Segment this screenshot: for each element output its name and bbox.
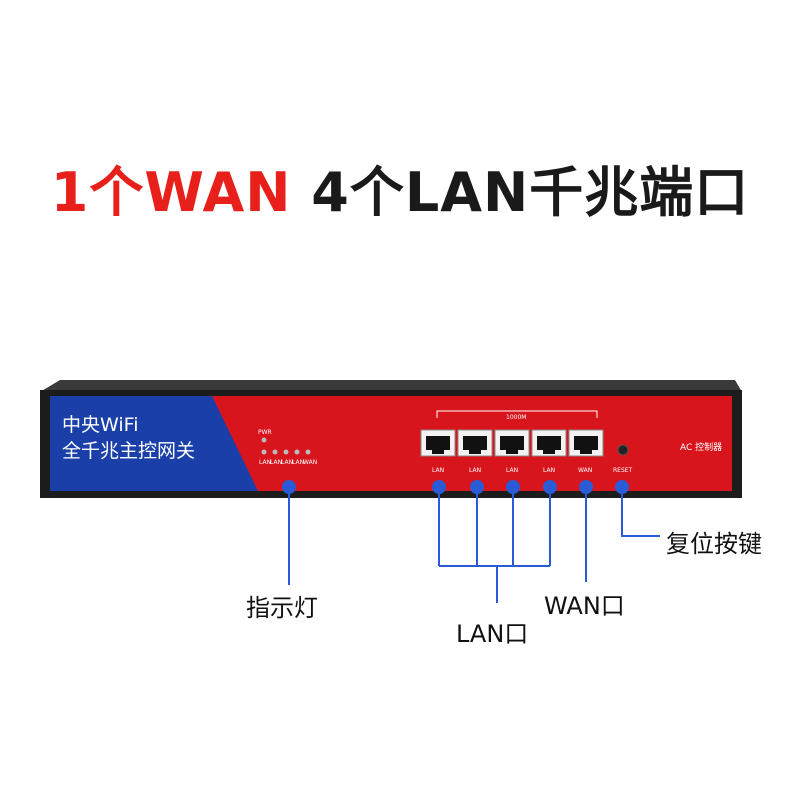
led-label-5: WAN [303,459,318,466]
reset-label: RESET [613,467,633,474]
callout-dots [282,480,629,494]
callout-indicator: 指示灯 [246,594,318,622]
headline: 1个WAN 4个LAN千兆端口 [0,148,800,227]
port-label-4: LAN [543,467,556,474]
reset-hole [617,444,629,456]
port-wan [568,429,604,457]
port-lan-2 [457,429,493,457]
callout-wan: WAN口 [544,592,625,620]
led-5 [305,449,311,455]
port-label-3: LAN [506,467,519,474]
callout-reset: 复位按键 [666,530,762,558]
device-lid [40,380,742,392]
led-label-4: LAN [292,459,305,466]
port-label-1: LAN [432,467,445,474]
led-label-3: LAN [281,459,294,466]
led-2 [272,449,278,455]
brand-line-1: 中央WiFi [62,414,139,436]
headline-wan: 1个WAN [50,161,292,224]
led-3 [283,449,289,455]
led-1 [261,449,267,455]
port-bracket [436,410,598,418]
ac-controller-label: AC 控制器 [680,443,723,453]
callout-lan: LAN口 [456,620,529,648]
ethernet-ports [420,429,604,457]
port-group-label: 1000M [506,414,527,421]
brand-panel [50,396,258,491]
port-label-wan: WAN [578,467,593,474]
port-lan-3 [494,429,530,457]
brand-text: 中央WiFi 全千兆主控网关 [62,412,195,464]
port-lan-1 [420,429,456,457]
led-label-1: LAN [259,459,272,466]
port-lan-4 [531,429,567,457]
led-pwr [261,437,267,443]
callout-lines [288,487,660,603]
led-4 [294,449,300,455]
pwr-label: PWR [258,429,272,436]
brand-line-2: 全千兆主控网关 [62,440,196,462]
headline-lan: 4个LAN千兆端口 [311,161,750,224]
port-label-2: LAN [469,467,482,474]
led-label-2: LAN [270,459,283,466]
